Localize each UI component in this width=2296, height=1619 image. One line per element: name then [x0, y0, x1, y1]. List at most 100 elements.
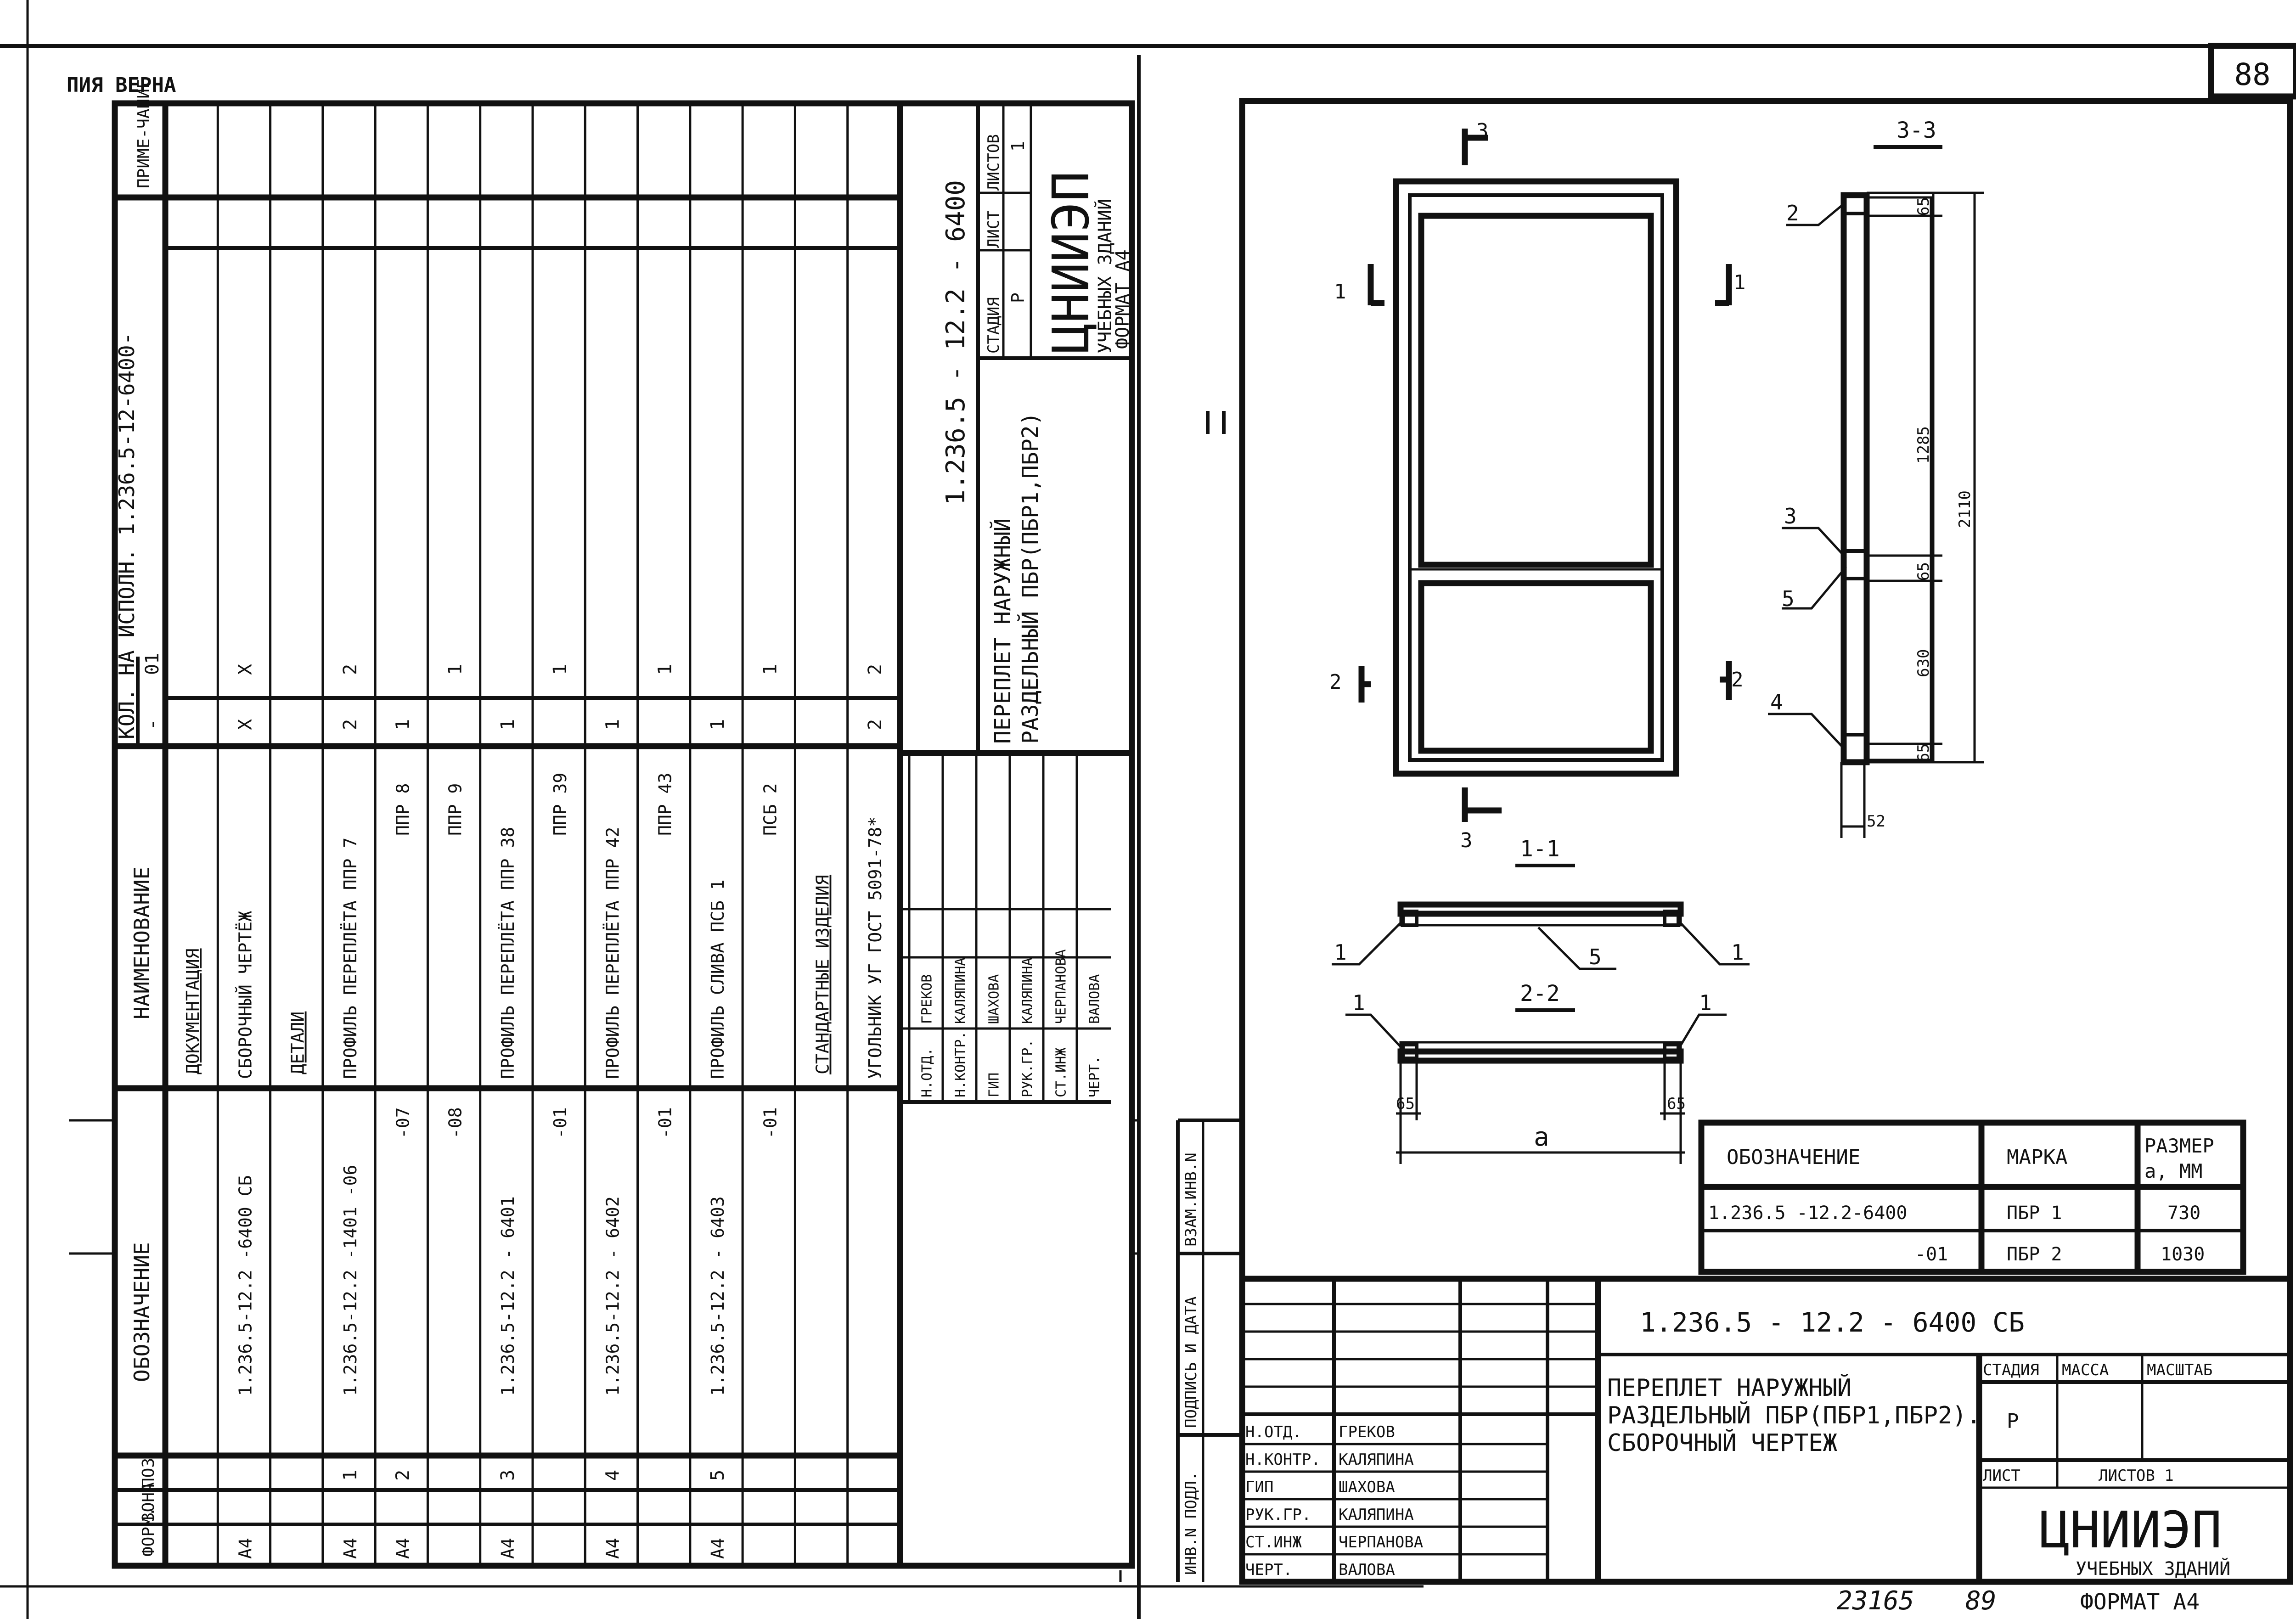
spec-row-pos: 5 — [707, 1470, 728, 1481]
stamp-scale-label: МАСШТАБ — [2147, 1361, 2212, 1379]
spec-row-qty-b: 1 — [550, 664, 571, 675]
section-1-1: 1-1 1 1 5 — [1332, 836, 1750, 970]
spec-title-2: РАЗДЕЛЬНЫЙ ПБР(ПБР1,ПБР2) — [1017, 412, 1043, 744]
spec-signer-name: ВАЛОВА — [1087, 974, 1103, 1024]
spec-signer-role: ГИП — [986, 1073, 1002, 1097]
spec-row-qty-b: 1 — [760, 664, 781, 675]
spec-row-designation: 1.236.5-12.2 -1401 -06 — [340, 1165, 360, 1396]
col-exec-b: 01 — [142, 653, 163, 675]
callout-1b: 1 — [1731, 940, 1744, 965]
stamp-signer-role: Н.КОНТР. — [1245, 1450, 1321, 1469]
spec-code: 1.236.5 - 12.2 - 6400 — [941, 180, 971, 505]
margin-ticks — [69, 1119, 1139, 1582]
section-3-3: 3-3 65 1285 2110 65 630 65 — [1768, 118, 1984, 838]
spec-org-name: ЦНИИЭП — [1041, 171, 1100, 354]
spec-row-name: ПРОФИЛЬ ПЕРЕПЛЁТА ППР 7 — [340, 838, 360, 1079]
size-row-2-mark: ПБР 2 — [2007, 1244, 2062, 1265]
spec-signer-name: ЧЕРПАНОВА — [1053, 949, 1069, 1024]
stamp-code: 1.236.5 - 12.2 - 6400 СБ — [1640, 1307, 2025, 1338]
stamp-signer-role: Н.ОТД. — [1245, 1423, 1302, 1441]
stamp-signer-name: ШАХОВА — [1339, 1478, 1395, 1496]
spec-row-qty-a: 1 — [392, 719, 413, 730]
side-vzam: ВЗАМ.ИНВ.N — [1182, 1152, 1200, 1247]
stamp-signer-name: ВАЛОВА — [1339, 1561, 1395, 1579]
spec-sheet-label: ЛИСТ — [985, 210, 1003, 248]
stamp-signer-name: ЧЕРПАНОВА — [1339, 1533, 1423, 1552]
spec-row-qty-b: 1 — [445, 664, 466, 675]
callout-2: 2 — [1786, 201, 1799, 225]
spec-format: ФОРМАТ А4 — [1112, 249, 1133, 349]
spec-row-designation: 1.236.5-12.2 - 6401 — [498, 1196, 518, 1396]
spec-row-qty-a: 1 — [602, 719, 623, 730]
callout-1a: 1 — [1334, 940, 1347, 965]
dim-52: 52 — [1867, 812, 1885, 831]
col-pos: ПОЗ — [139, 1458, 158, 1488]
stamp-signer-role: ЧЕРТ. — [1245, 1561, 1292, 1579]
section-mark-1l: 1 — [1334, 280, 1346, 304]
spec-row-section-heading: ДОКУМЕНТАЦИЯ — [183, 948, 203, 1074]
spec-row-format: А4 — [340, 1538, 360, 1559]
spec-signer-role: ЧЕРТ. — [1087, 1056, 1103, 1097]
page-number: 88 — [2234, 57, 2270, 92]
spec-row-qty-a: X — [235, 719, 256, 730]
stamp-signer-name: ГРЕКОВ — [1339, 1423, 1395, 1441]
size-row-1-size: 730 — [2167, 1203, 2200, 1224]
spec-title-block: 1.236.5 - 12.2 - 6400 ПЕРЕПЛЕТ НАРУЖНЫЙ … — [900, 103, 1133, 1104]
dim-65-bot: 65 — [1914, 743, 1933, 762]
spec-row-name: ППР 43 — [655, 773, 675, 836]
col-qty-title: КОЛ. НА ИСПОЛН. 1.236.5-12-6400- — [114, 332, 139, 739]
section-1-1-title: 1-1 — [1520, 836, 1560, 862]
size-row-1-mark: ПБР 1 — [2007, 1203, 2062, 1224]
size-table: ОБОЗНАЧЕНИЕ МАРКА РАЗМЕР а, ММ 1.236.5 -… — [1698, 1119, 2246, 1275]
spec-signer-name: КАЛЯПИНА — [1020, 958, 1036, 1024]
spec-row-format: А4 — [498, 1538, 518, 1559]
spec-row-pos: 4 — [602, 1470, 623, 1481]
dim-65-mid: 65 — [1914, 562, 1933, 581]
dim-2110: 2110 — [1956, 490, 1974, 528]
spec-row-format: А4 — [393, 1538, 413, 1559]
spec-row-designation: 1.236.5-12.2 - 6402 — [602, 1196, 623, 1396]
callout-1c: 1 — [1352, 990, 1365, 1015]
stamp-sheets-label: ЛИСТОВ 1 — [2099, 1467, 2174, 1485]
spec-row-name: ППР 9 — [445, 783, 466, 836]
stamp-stage: Р — [2007, 1410, 2019, 1433]
section-mark-2l: 2 — [1329, 670, 1342, 694]
spec-row-name: СБОРОЧНЫЙ ЧЕРТЁЖ — [235, 911, 255, 1079]
section-mark-2r: 2 — [1731, 668, 1744, 691]
section-marks: 3 3 1 1 2 2 — [1329, 119, 1746, 852]
stamp-sheet-label: ЛИСТ — [1983, 1467, 2020, 1485]
callout-4: 4 — [1770, 690, 1783, 714]
section-mark-3: 3 — [1476, 119, 1489, 143]
stamp-org-sub: УЧЕБНЫХ ЗДАНИЙ — [2076, 1557, 2230, 1580]
spec-row-designation: -07 — [393, 1107, 413, 1139]
section-2-2: 2-2 1 1 65 65 а — [1345, 981, 1727, 1164]
col-designation: ОБОЗНАЧЕНИЕ — [129, 1242, 154, 1382]
spec-row-name: ППР 39 — [550, 773, 570, 836]
spec-row-pos: 1 — [340, 1470, 361, 1481]
col-exec-a: - — [142, 719, 163, 730]
size-h-size2: а, ММ — [2144, 1160, 2202, 1182]
spec-row-section-heading: ДЕТАЛИ — [288, 1012, 308, 1074]
spec-row-designation: -08 — [445, 1107, 466, 1139]
stamp-signer-role: СТ.ИНЖ — [1245, 1533, 1302, 1552]
callout-5a: 5 — [1782, 586, 1795, 611]
spec-row-name: ПСБ 2 — [760, 783, 780, 836]
stamp-title-2: РАЗДЕЛЬНЫЙ ПБР(ПБР1,ПБР2). — [1607, 1401, 1981, 1429]
size-h-des: ОБОЗНАЧЕНИЕ — [1727, 1146, 1860, 1169]
spec-sheets: 1 — [1008, 141, 1028, 152]
dim-65-l: 65 — [1396, 1095, 1415, 1113]
stamp-title-3: СБОРОЧНЫЙ ЧЕРТЕЖ — [1607, 1429, 1837, 1457]
section-mark-1r: 1 — [1733, 271, 1746, 294]
col-note: ПРИМЕ-ЧАНИЕ — [135, 79, 153, 188]
spec-row-qty-b: X — [235, 664, 256, 675]
side-strip: ИНВ.N ПОДЛ. ПОДПИСЬ И ДАТА ВЗАМ.ИНВ.N — [1176, 1119, 1242, 1582]
stamp-org-name: ЦНИИЭП — [2039, 1501, 2222, 1559]
spec-signer-role: РУК.ГР. — [1020, 1040, 1036, 1097]
spec-title-1: ПЕРЕПЛЕТ НАРУЖНЫЙ — [990, 518, 1016, 744]
spec-row-name: УГОЛЬНИК УГ ГОСТ 5091-78* — [865, 816, 885, 1079]
spec-signer-role: СТ.ИНЖ — [1053, 1048, 1069, 1097]
stamp-mass-label: МАССА — [2062, 1361, 2109, 1379]
